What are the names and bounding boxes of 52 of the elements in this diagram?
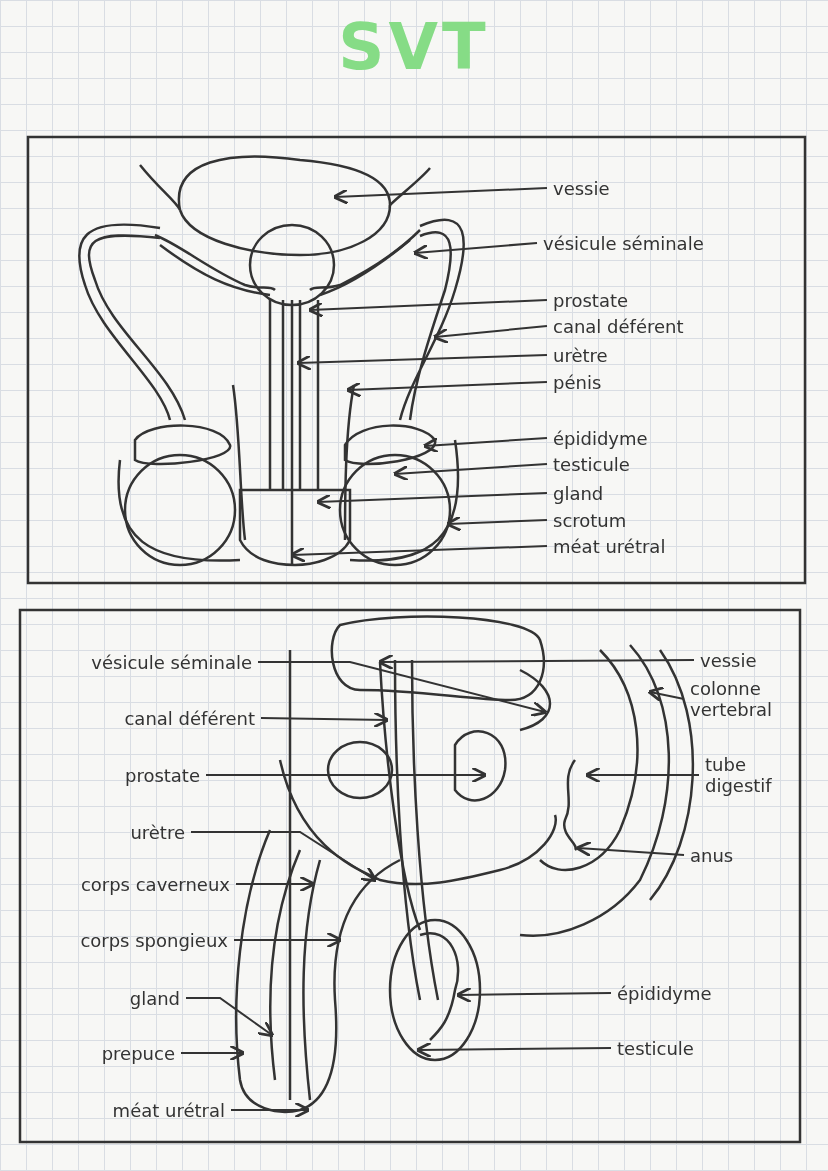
leader-line	[315, 492, 548, 510]
leader-line	[377, 653, 695, 671]
part-label: corps caverneux	[80, 873, 230, 895]
part-label: testicule	[553, 453, 630, 475]
part-label: épididyme	[617, 982, 712, 1004]
leader-line	[233, 931, 343, 949]
part-label: vésicule séminale	[91, 651, 252, 673]
part-label: corps spongieux	[80, 929, 228, 951]
part-label: prostate	[124, 764, 200, 786]
part-label: vessie	[553, 177, 610, 199]
leader-line	[205, 766, 488, 784]
leader-line	[422, 436, 548, 454]
part-label: canal déférent	[124, 707, 255, 729]
leader-line	[415, 1041, 612, 1059]
leader-line	[260, 711, 390, 729]
part-label: canal déférent	[553, 315, 684, 337]
leader-line	[445, 515, 548, 532]
leader-line	[332, 187, 548, 205]
part-label: vésicule séminale	[543, 232, 704, 254]
leader-line	[235, 875, 316, 893]
leader-line	[584, 766, 700, 784]
part-label: vessie	[700, 649, 757, 671]
leader-line	[190, 831, 378, 883]
part-label: pénis	[553, 371, 602, 393]
part-label: gland	[129, 987, 180, 1009]
leader-line	[412, 242, 538, 261]
part-label: prepuce	[101, 1042, 175, 1064]
leader-line	[575, 840, 685, 858]
part-label: urètre	[553, 344, 608, 366]
part-label: colonne vertebral	[690, 678, 795, 720]
part-label: méat urétral	[112, 1099, 225, 1121]
leader-line	[455, 986, 612, 1004]
leader-line	[230, 1101, 311, 1119]
leader-line	[180, 1044, 246, 1062]
leader-line	[185, 997, 275, 1038]
part-label: anus	[690, 844, 734, 866]
part-label: scrotum	[553, 509, 627, 531]
part-label: méat urétral	[553, 535, 666, 557]
leader-line	[307, 299, 548, 318]
part-label: épididyme	[553, 427, 648, 449]
part-label: prostate	[553, 289, 629, 311]
title: SVT	[337, 10, 491, 84]
leader-line	[295, 354, 548, 371]
leader-line	[647, 686, 685, 703]
leader-line	[432, 325, 548, 345]
leader-line	[392, 463, 548, 482]
leader-line	[345, 381, 548, 398]
leader-line	[257, 661, 548, 718]
part-label: gland	[553, 482, 604, 504]
part-label: testicule	[617, 1037, 694, 1059]
part-label: tube digestif	[705, 754, 810, 796]
part-label: urètre	[130, 821, 185, 843]
